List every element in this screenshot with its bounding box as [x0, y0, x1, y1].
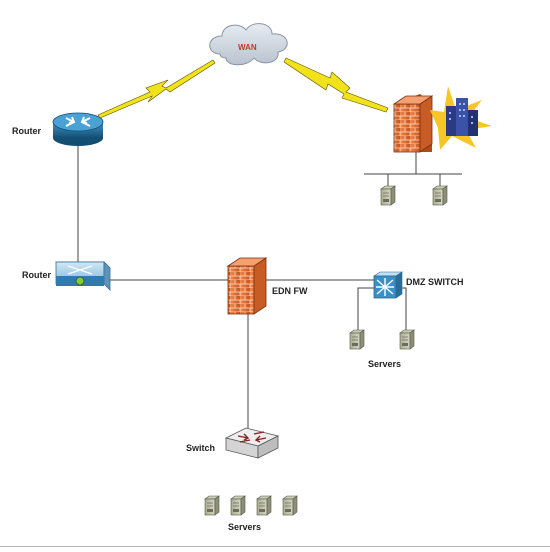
edn-fw-icon	[226, 257, 268, 315]
bottom-border	[0, 546, 550, 547]
wan-cloud-icon	[209, 23, 288, 66]
server-icon	[204, 495, 220, 516]
link-dmz-switch-servers	[357, 287, 374, 330]
server-icon	[230, 495, 246, 516]
remote-firewall-icon	[392, 94, 434, 153]
links	[77, 145, 462, 428]
router-mid-label: Router	[22, 270, 51, 280]
switch-label: Switch	[186, 443, 216, 453]
dmz-server-icon	[349, 329, 365, 350]
server-icon	[282, 495, 298, 516]
router-top-label: Router	[12, 126, 41, 136]
server-icon	[256, 495, 272, 516]
edn-fw-label: EDN FW	[272, 286, 308, 296]
wan-label: WAN	[238, 43, 257, 52]
remote-server-icon	[380, 185, 396, 206]
switch-icon	[224, 427, 280, 459]
router-top-icon	[52, 112, 104, 146]
servers-label: Servers	[228, 522, 262, 532]
router-mid-icon	[55, 261, 111, 291]
wan-link-left	[97, 59, 216, 119]
dmz-server-icon	[399, 329, 415, 350]
remote-server-icon	[432, 185, 448, 206]
dmz-switch-label: DMZ SWITCH	[406, 277, 464, 287]
wan-link-right	[283, 57, 389, 113]
dmz-switch-icon	[373, 271, 403, 299]
dmz-servers-label: Servers	[368, 359, 402, 369]
building-icon	[430, 86, 492, 150]
